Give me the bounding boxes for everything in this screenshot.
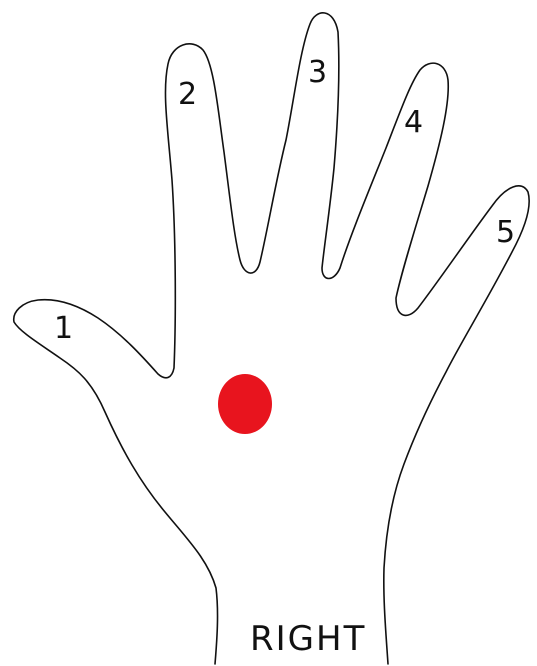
finger-label-4: 4 xyxy=(404,105,423,140)
hand-side-label: RIGHT xyxy=(250,619,366,659)
palm-marker-dot xyxy=(218,374,272,434)
finger-label-3: 3 xyxy=(308,55,327,90)
hand-outline xyxy=(14,13,529,664)
finger-label-2: 2 xyxy=(178,77,197,112)
finger-label-5: 5 xyxy=(496,215,515,250)
finger-label-1: 1 xyxy=(54,311,73,346)
